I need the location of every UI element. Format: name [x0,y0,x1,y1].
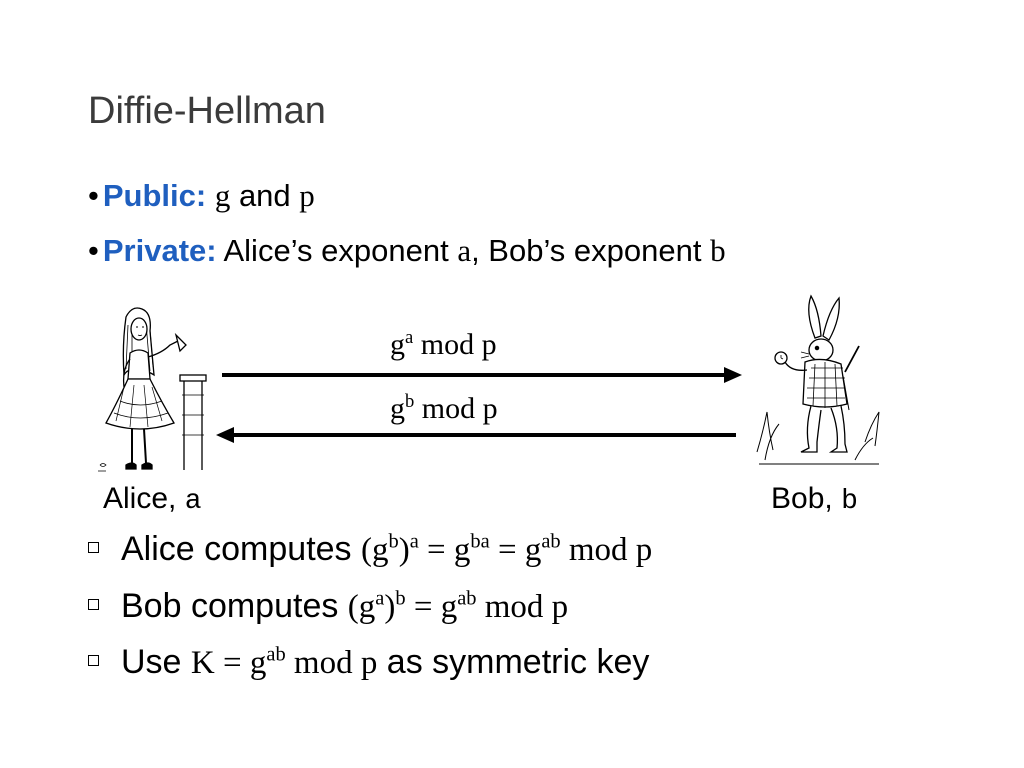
bob-expression: (ga)b = gab mod p [347,587,569,625]
public-g: g [214,178,231,213]
alice-expression: (gb)a = gba = gab mod p [361,530,653,568]
message-to-bob: ga mod p [390,326,497,361]
private-alice-text: Alice’s exponent [216,233,458,268]
checkbox-bullet-icon [88,599,99,611]
exchange-arrows [216,367,742,443]
checkbox-bullet-icon [88,542,99,554]
step-use-key: Use K = gab mod p as symmetric key [88,643,649,682]
alice-illustration [98,307,207,472]
bullet-private: •Private: Alice’s exponent a, Bob’s expo… [88,233,726,268]
key-expression: K = gab mod p [190,643,378,681]
arrow-left-icon [216,427,234,443]
step-alice-computes: Alice computes (gb)a = gba = gab mod p [88,530,652,569]
step-bob-computes: Bob computes (ga)b = gab mod p [88,587,568,626]
public-label: Public: [102,178,207,213]
white-rabbit-illustration [756,294,880,465]
private-b: b [710,233,726,268]
alice-label: Alice, a [103,482,202,517]
private-bob-text: , Bob’s exponent [471,233,711,268]
public-p: p [299,178,315,213]
private-label: Private: [102,233,217,268]
private-a: a [457,233,472,268]
arrow-right-icon [724,367,742,383]
message-to-alice: gb mod p [390,390,498,425]
checkbox-bullet-icon [88,655,99,667]
bullet-public: •Public: g and p [88,178,315,213]
bob-label: Bob, b [771,482,858,517]
slide-title: Diffie-Hellman [88,90,326,132]
public-and: and [230,178,300,213]
